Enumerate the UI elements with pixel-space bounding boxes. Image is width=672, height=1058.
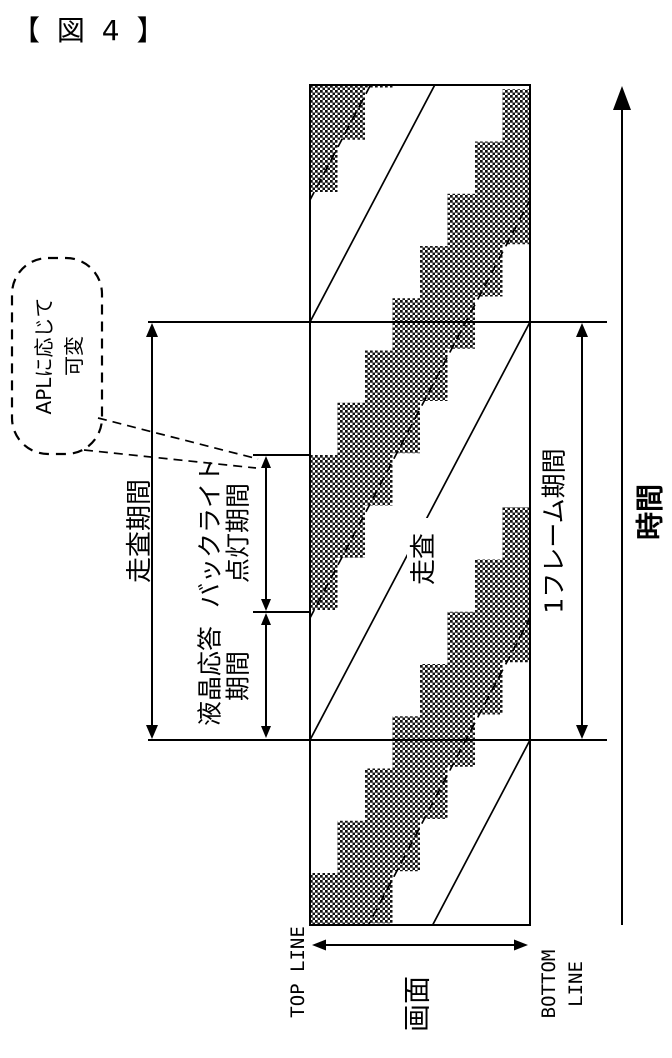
backlight-block (392, 716, 420, 872)
backlight-block (365, 85, 393, 88)
backlight-block (365, 350, 393, 506)
backlight-block (420, 664, 448, 819)
backlight-block (392, 298, 420, 454)
backlight-block (310, 85, 338, 192)
backlight-period-label-line2: 点灯期間 (224, 483, 253, 583)
scan-label: 走査 (409, 533, 439, 585)
backlight-block (447, 611, 475, 767)
apl-callout-bubble (10, 256, 259, 469)
backlight-block (447, 193, 475, 349)
screen-band-border (309, 84, 531, 926)
scan-period-arrow (146, 323, 158, 739)
scan-line-solid (431, 739, 530, 925)
response-complete-line-dashed (310, 199, 530, 619)
bottom-line-label-word1: BOTTOM (538, 950, 560, 1019)
lcd-response-period-arrow (261, 613, 271, 738)
backlight-block (337, 820, 365, 925)
backlight-block (502, 89, 530, 245)
backlight-block (420, 246, 448, 401)
backlight-block (475, 141, 503, 297)
scan-line-solid (310, 85, 436, 323)
scan-label-backing (407, 518, 441, 598)
backlight-on-blocks (310, 85, 530, 925)
backlight-block (475, 559, 503, 715)
backlight-period-arrow (261, 456, 271, 611)
figure-title: 【 図 4 】 (12, 14, 169, 47)
backlight-block (337, 402, 365, 558)
backlight-block (310, 873, 338, 925)
bottom-line-label-word2: LINE (565, 961, 587, 1007)
one-frame-period-arrow (576, 323, 588, 739)
backlight-block (365, 768, 393, 924)
time-axis (613, 86, 631, 925)
backlight-period-label-line1: バックライト (196, 458, 225, 608)
lcd-response-label-line2: 期間 (224, 651, 253, 701)
apl-callout-line2: 可変 (62, 336, 86, 376)
backlight-block (337, 85, 365, 140)
apl-callout-line1: APLに応じて (32, 298, 56, 415)
screen-extent-arrow (312, 939, 528, 951)
top-line-label: TOP LINE (287, 926, 309, 1018)
one-frame-period-label: 1フレーム期間 (540, 448, 569, 613)
scan-diagonals (310, 85, 530, 925)
screen-label: 画面 (401, 976, 434, 1032)
backlight-block (310, 455, 338, 610)
scan-period-label: 走査期間 (125, 479, 155, 583)
response-complete-line-dashed (310, 85, 372, 201)
backlight-block (502, 507, 530, 663)
lcd-response-label-line1: 液晶応答 (196, 626, 225, 726)
time-axis-label: 時間 (634, 484, 667, 540)
response-complete-line-dashed (367, 617, 530, 925)
